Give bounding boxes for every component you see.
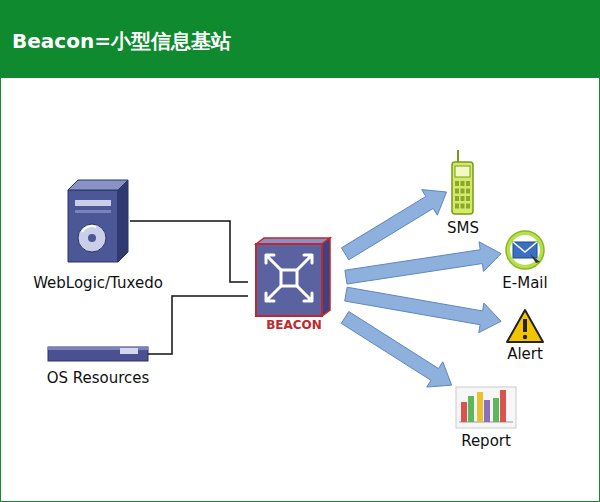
phone-key [466, 204, 470, 209]
sms-node: SMS [450, 148, 476, 216]
alert-icon [507, 310, 543, 342]
node-label: E-Mail [502, 274, 547, 292]
block-arrow [341, 190, 446, 260]
os-bar-icon [48, 347, 148, 361]
alert-node: Alert [505, 307, 545, 344]
phone-key [466, 189, 470, 194]
beacon-icon [256, 238, 330, 316]
node-label: OS Resources [47, 369, 150, 387]
phone-key [461, 196, 465, 201]
phone-key [455, 196, 459, 201]
phone-key [455, 204, 459, 209]
node-label: Alert [507, 345, 543, 363]
beacon-box: BEACON [248, 236, 340, 334]
server-icon [68, 180, 128, 262]
phone-key [466, 181, 470, 186]
email-icon [506, 231, 544, 269]
phone-key [466, 196, 470, 201]
phone-key [455, 189, 459, 194]
wire [130, 221, 248, 282]
title: Beacon=小型信息基站 [12, 28, 231, 55]
node-label: WebLogic/Tuxedo [33, 274, 163, 292]
phone-icon [452, 150, 473, 214]
phone-key [455, 181, 459, 186]
wire [148, 296, 248, 354]
block-arrow [341, 312, 451, 388]
phone-key [461, 189, 465, 194]
phone-key [461, 204, 465, 209]
node-label: SMS [447, 219, 479, 237]
server-node: WebLogic/Tuxedo [66, 178, 130, 264]
report-icon [456, 387, 516, 428]
os-resources-node: OS Resources [48, 345, 148, 363]
node-label: Report [461, 432, 511, 450]
block-arrow [345, 242, 501, 284]
report-node: Report [455, 385, 517, 429]
phone-key [461, 181, 465, 186]
email-node: E-Mail [505, 230, 545, 270]
node-label: BEACON [248, 318, 340, 332]
